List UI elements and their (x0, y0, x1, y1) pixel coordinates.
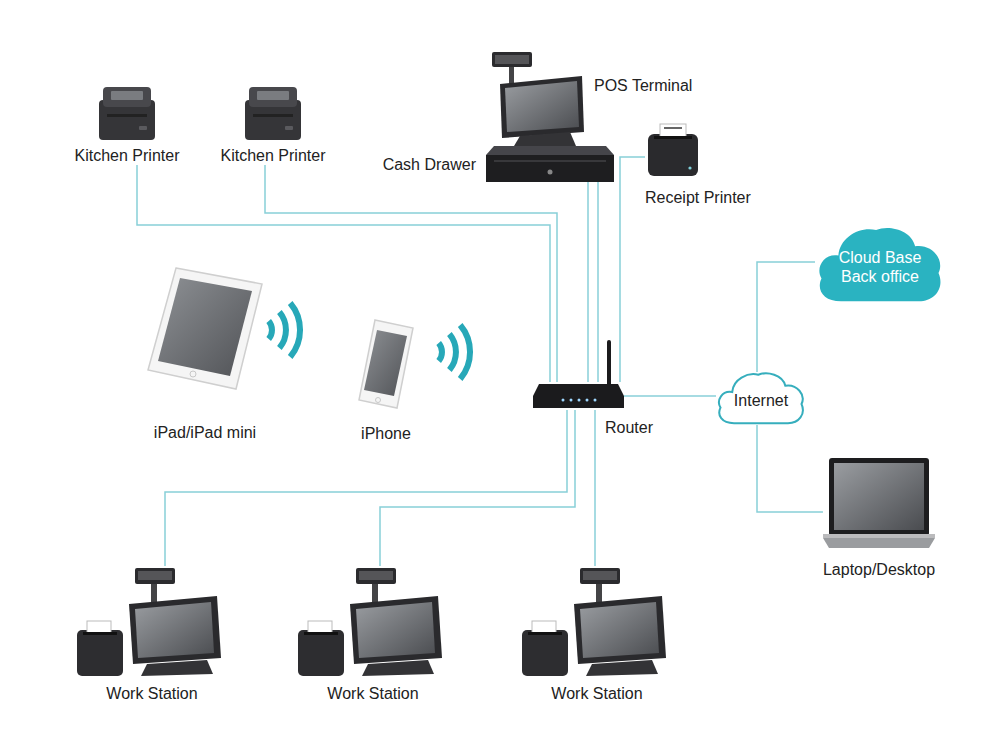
device-label: Laptop/Desktop (823, 560, 935, 579)
device-label: iPad/iPad mini (154, 423, 256, 442)
network-cable (620, 157, 645, 382)
workstation-icon (77, 568, 221, 676)
wifi-arc (439, 343, 442, 361)
iphone-icon (359, 320, 413, 408)
device-label: Internet (734, 387, 788, 410)
wifi-symbol (269, 303, 300, 357)
kitchen-printer: Kitchen Printer (75, 84, 180, 165)
device-label: Cloud Base Back office (830, 244, 930, 286)
device-label: POS Terminal (594, 76, 692, 95)
network-cable (597, 182, 599, 382)
kitchen-printer-icon (245, 87, 301, 140)
pos-terminal: POS Terminal (490, 52, 692, 146)
router-icon (533, 384, 624, 408)
device-label: Receipt Printer (645, 188, 751, 207)
receipt-printer: Receipt Printer (645, 122, 751, 207)
pos-terminal-icon (492, 52, 584, 146)
device-label: Kitchen Printer (221, 146, 326, 165)
router-antenna (607, 342, 611, 385)
ipad-icon (148, 268, 262, 389)
device-label: Cash Drawer (383, 155, 476, 174)
wifi-arc (449, 334, 456, 370)
router: Router (533, 382, 624, 410)
cloud-shape (819, 228, 940, 301)
cloud-shape (719, 373, 803, 423)
device-label: Work Station (106, 684, 197, 703)
wifi-arc (269, 321, 272, 339)
network-cable (624, 395, 716, 397)
tablet-device: iPad/iPad mini (146, 266, 264, 442)
wifi-symbol (439, 325, 470, 379)
work-station: Work Station (77, 566, 227, 703)
wifi-arc (279, 312, 286, 348)
work-station: Work Station (298, 566, 448, 703)
cash-drawer-icon (486, 146, 614, 182)
network-cable (265, 165, 557, 382)
work-station: Work Station (522, 566, 672, 703)
cash-drawer: Cash Drawer (383, 146, 614, 182)
network-cable (757, 262, 815, 372)
device-label: Work Station (551, 684, 642, 703)
device-label: iPhone (361, 424, 411, 443)
cloud-back-office: Cloud Base Back office (815, 226, 945, 304)
laptop-icon (823, 458, 935, 548)
wifi-arc (290, 303, 300, 357)
laptop-desktop: Laptop/Desktop (823, 458, 935, 579)
phone-device: iPhone (357, 318, 415, 443)
receipt-printer-icon (648, 124, 698, 176)
workstation-icon (298, 568, 442, 676)
wifi-arc (460, 325, 470, 379)
workstation-icon (522, 568, 666, 676)
network-cable (594, 410, 596, 566)
device-label: Kitchen Printer (75, 146, 180, 165)
kitchen-printer: Kitchen Printer (221, 84, 326, 165)
network-cable (757, 425, 823, 512)
device-label: Router (605, 418, 653, 437)
device-label: Work Station (327, 684, 418, 703)
internet-cloud: Internet (716, 372, 806, 425)
kitchen-printer-icon (99, 87, 155, 140)
